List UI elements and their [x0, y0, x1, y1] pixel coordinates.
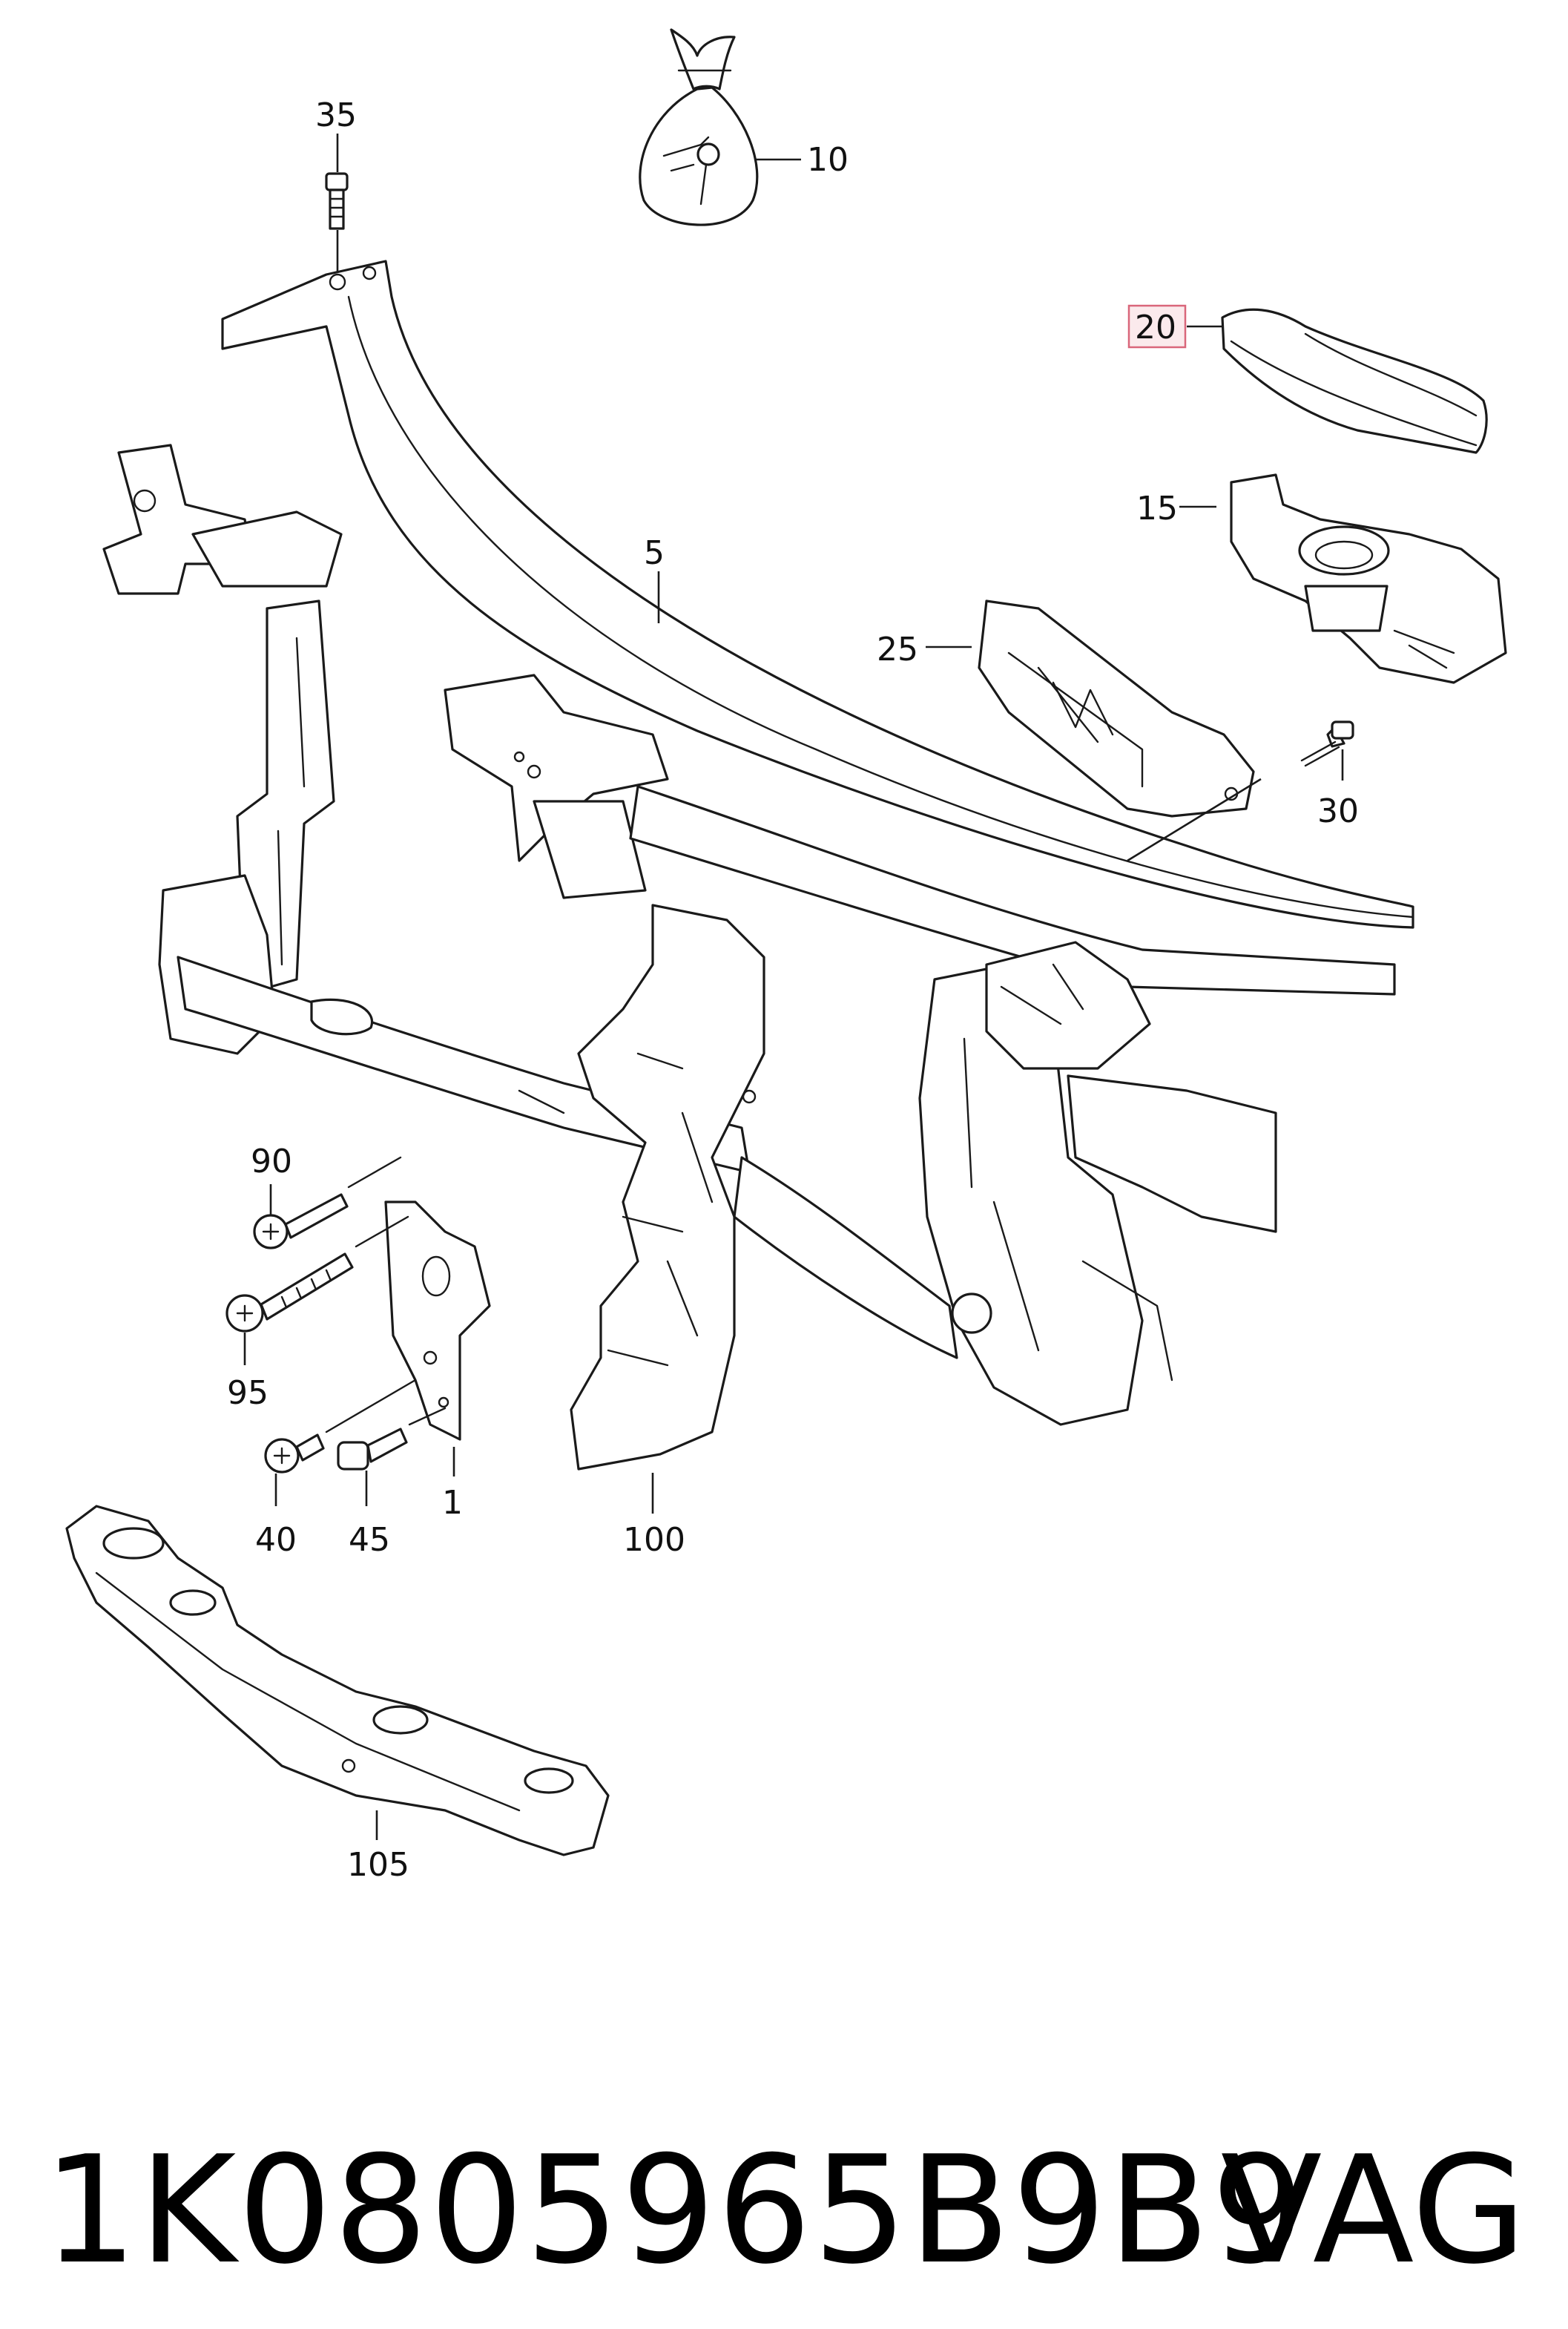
brand-name: VAG — [1220, 2124, 1526, 2297]
callout-20: 20 — [1135, 309, 1176, 346]
callout-35: 35 — [315, 96, 357, 134]
highlight-box-20 — [1127, 304, 1187, 349]
bolt-icon — [337, 1407, 447, 1471]
bolt-icon — [225, 1215, 409, 1333]
callout-100: 100 — [623, 1521, 685, 1559]
funnel-bracket — [1230, 473, 1507, 684]
callout-30: 30 — [1317, 792, 1359, 830]
side-air-guide — [570, 904, 765, 1471]
callout-1: 1 — [442, 1484, 463, 1522]
callout-40: 40 — [255, 1521, 297, 1559]
air-guide-cover — [1221, 308, 1488, 454]
hardware-bag-icon — [639, 28, 759, 226]
callout-25: 25 — [877, 631, 918, 669]
callout-10: 10 — [807, 141, 849, 179]
screw-icon — [1300, 720, 1354, 767]
callout-15: 15 — [1136, 490, 1178, 528]
bolt-icon — [325, 172, 349, 230]
callout-5: 5 — [644, 534, 665, 572]
bolt-icon — [264, 1379, 417, 1474]
lower-deflector — [65, 1505, 610, 1856]
air-duct-frame — [978, 600, 1255, 818]
exploded-view-drawing: 10 35 — [65, 28, 1507, 1884]
callout-45: 45 — [349, 1521, 390, 1559]
mounting-bracket — [384, 1200, 491, 1441]
callout-90: 90 — [251, 1143, 292, 1180]
part-number: 1K0805965B9B9 — [43, 2124, 1308, 2297]
footer: 1K0805965B9B9 VAG — [0, 2137, 1568, 2285]
lock-carrier-frame — [102, 260, 1414, 1426]
callout-95: 95 — [227, 1374, 269, 1412]
callout-105: 105 — [347, 1846, 409, 1884]
